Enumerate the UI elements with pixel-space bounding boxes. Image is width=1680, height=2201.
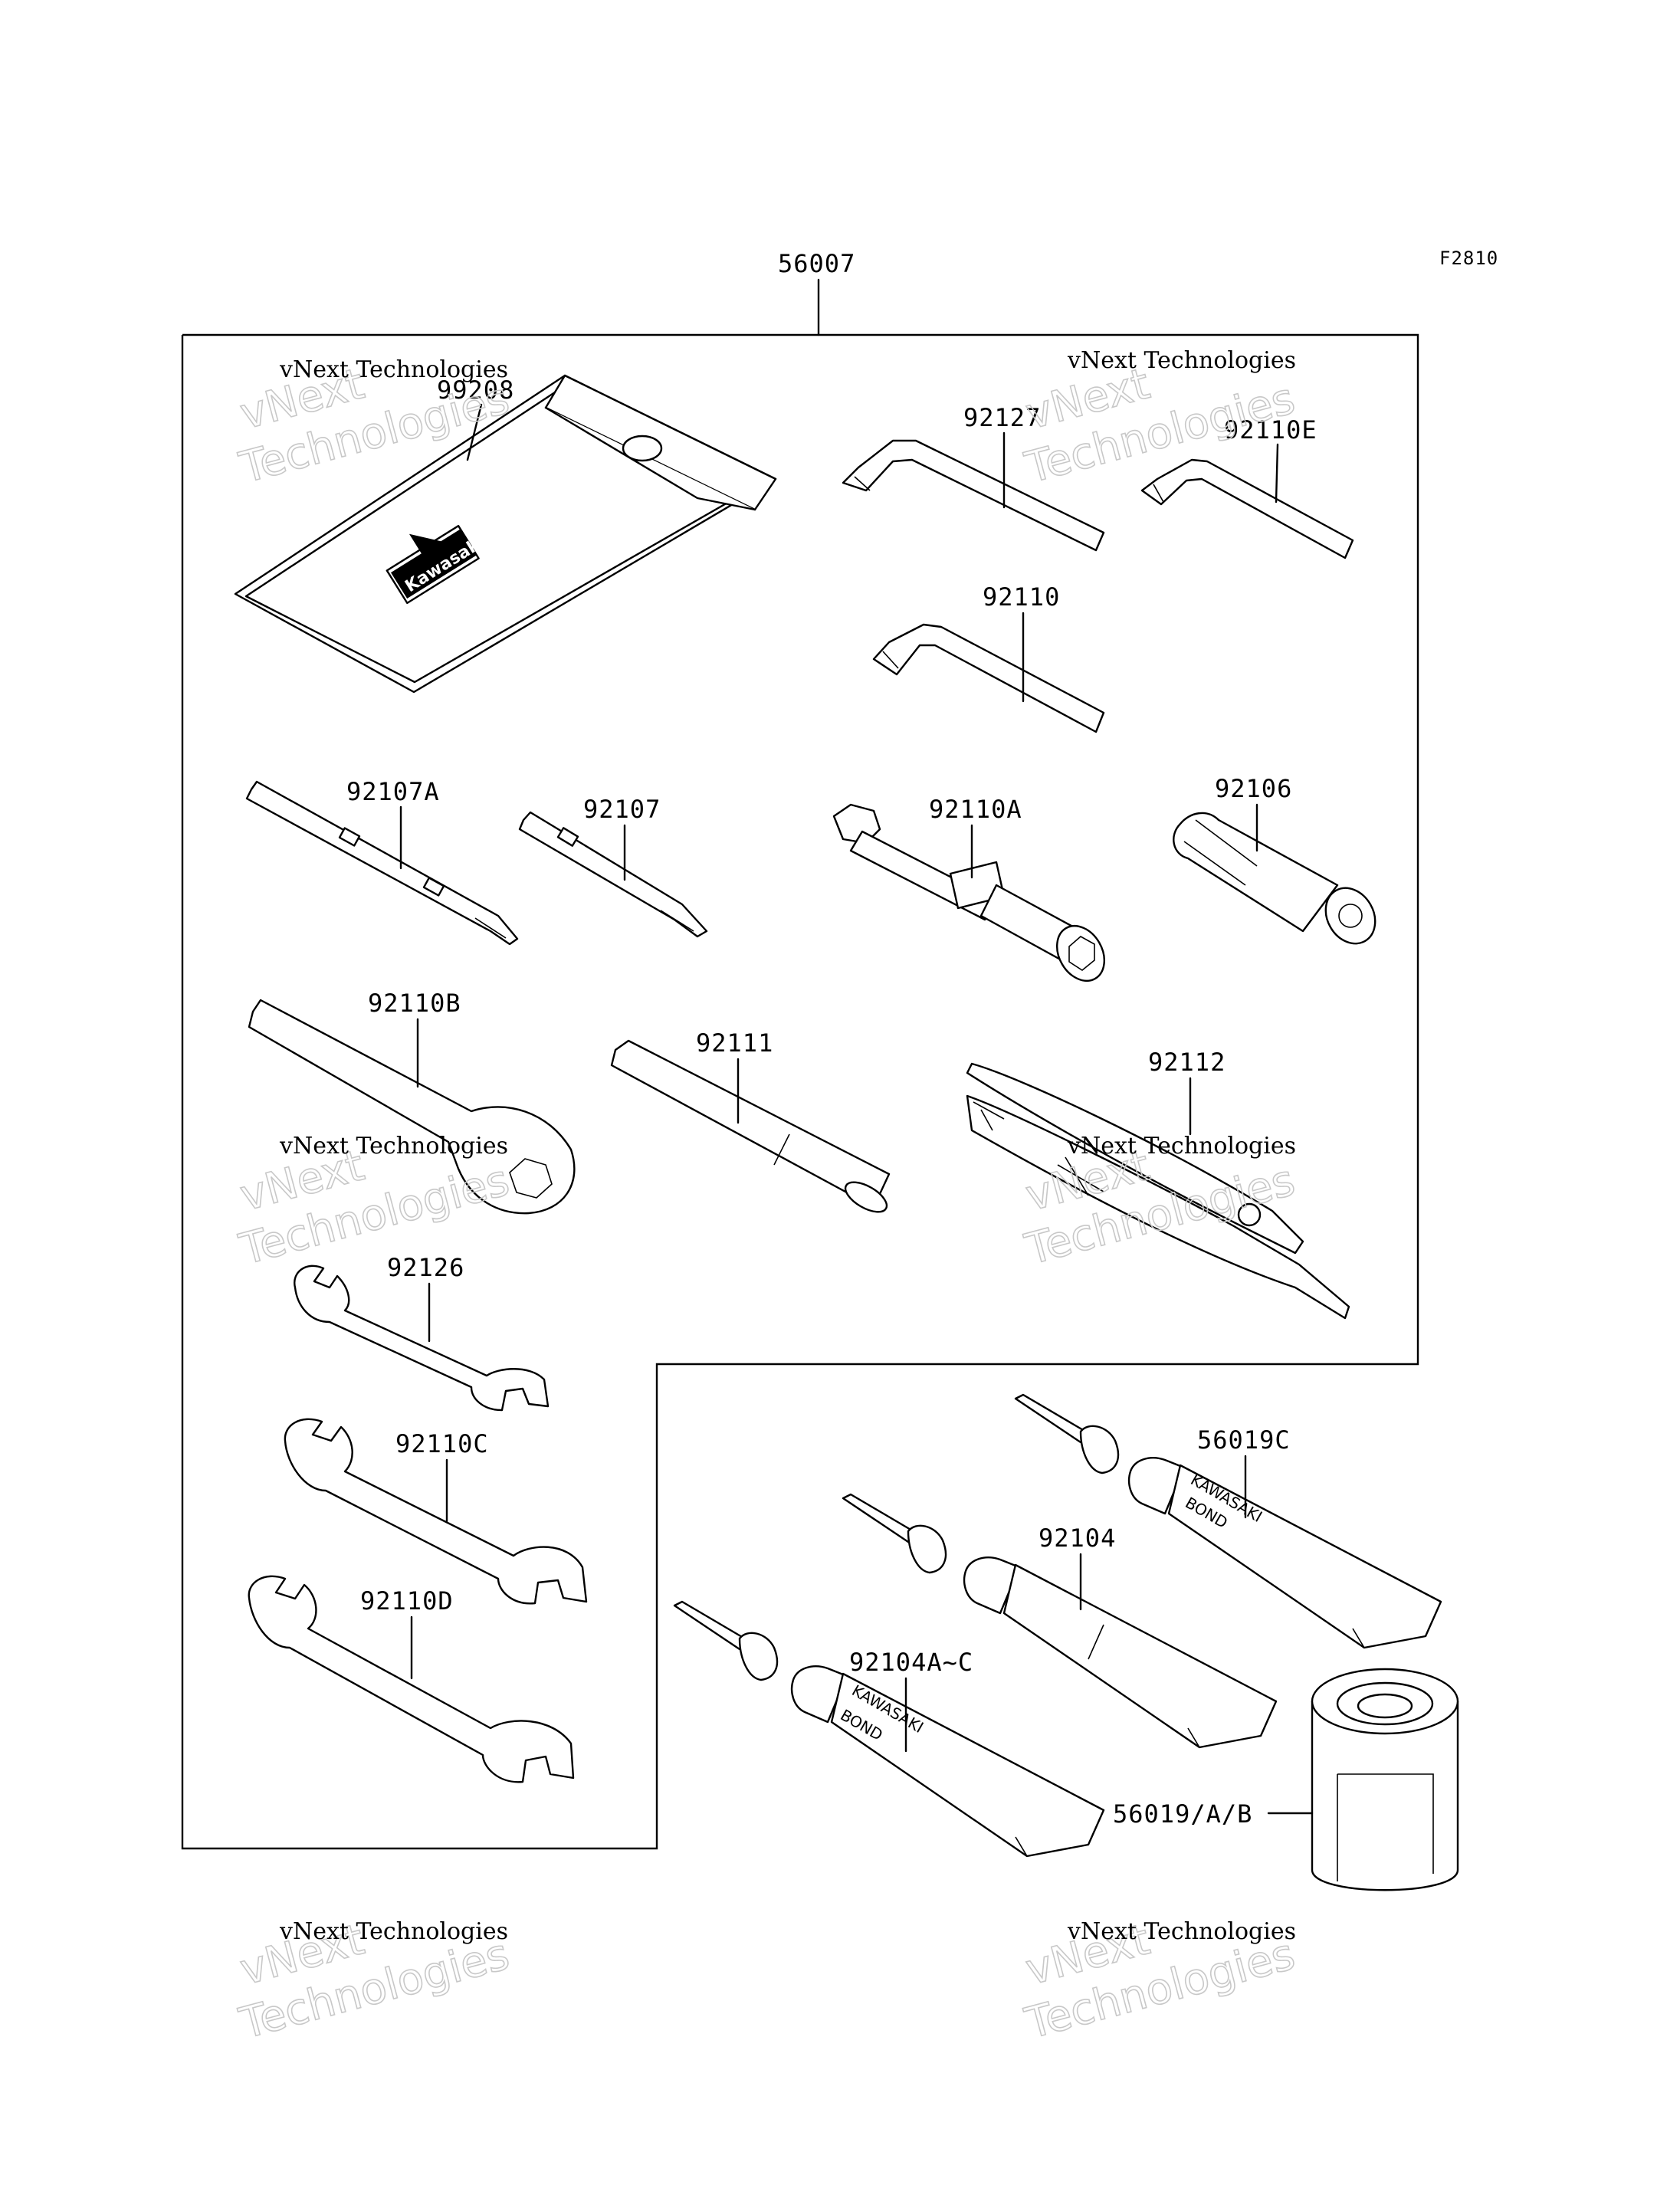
- svg-text:vNext Technologies: vNext Technologies: [279, 1133, 508, 1160]
- bar-92111[interactable]: [610, 1039, 891, 1218]
- label-92107A: 92107A: [346, 777, 440, 806]
- label-99208: 99208: [437, 376, 514, 405]
- svg-text:vNext Technologies: vNext Technologies: [1067, 1918, 1296, 1945]
- label-56019-A-B: 56019/A/B: [1113, 1799, 1252, 1829]
- pliers-92112[interactable]: [966, 1062, 1350, 1320]
- watermark-top-right: vNext Technologies vNext Technologies: [1019, 347, 1301, 494]
- svg-text:vNext Technologies: vNext Technologies: [279, 356, 508, 383]
- label-92106: 92106: [1215, 774, 1292, 803]
- hex-key-92110E[interactable]: [1140, 458, 1354, 559]
- spanner-92110D[interactable]: [248, 1575, 575, 1783]
- leader-92110E: [1275, 443, 1279, 504]
- label-92126: 92126: [387, 1253, 464, 1282]
- label-92110A: 92110A: [929, 795, 1022, 824]
- label-92104: 92104: [1039, 1524, 1116, 1553]
- label-92110: 92110: [983, 582, 1060, 612]
- grease-can-56019[interactable]: [1311, 1668, 1459, 1891]
- handle-92106[interactable]: [1173, 812, 1385, 953]
- spanner-92110C[interactable]: [284, 1418, 588, 1605]
- tool-pouch[interactable]: Kawasaki: [234, 374, 777, 694]
- sheet-code: F2810: [1439, 248, 1498, 269]
- hex-key-92110[interactable]: [872, 623, 1105, 733]
- label-92111: 92111: [696, 1028, 773, 1058]
- svg-text:vNext Technologies: vNext Technologies: [1067, 1133, 1296, 1160]
- set-part-number: 56007: [778, 249, 855, 278]
- grease-tube-92104[interactable]: [842, 1493, 1278, 1749]
- leader-99208: [466, 403, 483, 461]
- spanner-92126[interactable]: [294, 1265, 550, 1412]
- label-92127: 92127: [963, 403, 1041, 432]
- label-92107: 92107: [583, 795, 661, 824]
- watermark-bottom-left: vNext Technologies vNext Technologies: [234, 1914, 515, 2050]
- bond-tube-92104A-C[interactable]: KAWASAKI BOND: [673, 1600, 1105, 1858]
- watermark-bottom-right: vNext Technologies vNext Technologies: [1019, 1914, 1301, 2050]
- svg-text:vNext Technologies: vNext Technologies: [279, 1918, 508, 1945]
- screwdriver-92107[interactable]: [518, 811, 708, 938]
- svg-text:vNext Technologies: vNext Technologies: [1067, 347, 1296, 374]
- label-92104A-C: 92104A~C: [849, 1648, 973, 1677]
- label-92112: 92112: [1148, 1048, 1226, 1077]
- label-92110D: 92110D: [360, 1586, 454, 1615]
- label-92110B: 92110B: [368, 989, 461, 1018]
- label-56019C: 56019C: [1197, 1425, 1291, 1455]
- label-92110C: 92110C: [395, 1429, 489, 1458]
- ring-spanner-92110B[interactable]: [248, 999, 576, 1215]
- screwdriver-92107A[interactable]: [245, 780, 519, 946]
- tool-kit-frame: [181, 333, 1419, 1850]
- label-92110E: 92110E: [1224, 415, 1317, 444]
- box-wrench-92110A[interactable]: [832, 803, 1114, 989]
- hex-key-92127[interactable]: [842, 439, 1105, 552]
- watermark-mid-left: vNext Technologies vNext Technologies: [234, 1133, 515, 1276]
